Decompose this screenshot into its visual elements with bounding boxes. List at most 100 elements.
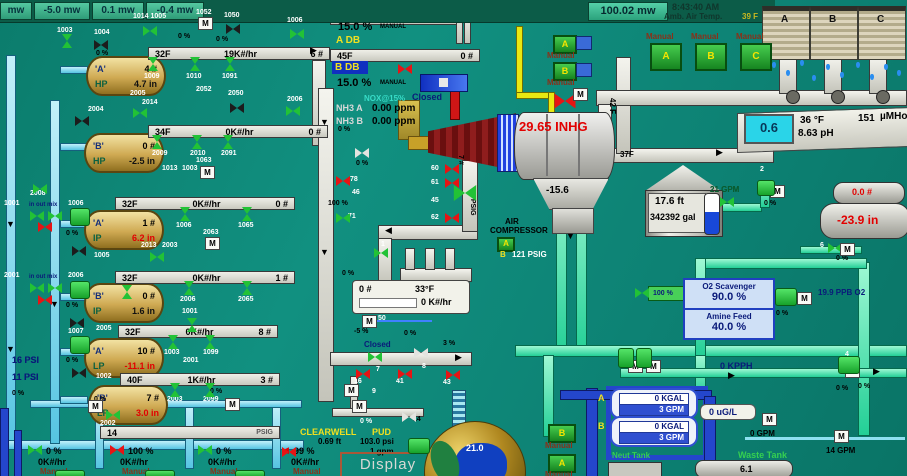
valve[interactable]: [402, 412, 416, 422]
valve[interactable]: [184, 281, 194, 295]
valve[interactable]: [94, 40, 108, 50]
valve[interactable]: [170, 383, 180, 397]
valve[interactable]: [62, 34, 72, 48]
air-comp-a-button[interactable]: A: [497, 237, 515, 252]
valve[interactable]: [414, 348, 428, 358]
motor-valve[interactable]: M: [834, 430, 849, 443]
valve[interactable]: [122, 285, 132, 299]
pump-icon[interactable]: [235, 470, 265, 476]
valve[interactable]: [28, 445, 42, 455]
cooling-cell-a[interactable]: A: [762, 6, 810, 60]
pump-icon[interactable]: [775, 288, 797, 306]
valve[interactable]: [190, 57, 200, 71]
motor-valve[interactable]: M: [573, 88, 588, 101]
pump-icon[interactable]: [70, 336, 90, 354]
valve[interactable]: [38, 295, 52, 305]
valve[interactable]: [398, 369, 412, 379]
valve[interactable]: [720, 197, 734, 207]
pump-icon[interactable]: [70, 281, 90, 299]
motor-valve[interactable]: M: [205, 237, 220, 250]
valve[interactable]: [150, 252, 164, 262]
motor-valve[interactable]: M: [88, 400, 103, 413]
valve[interactable]: [398, 64, 412, 74]
valve[interactable]: [72, 246, 86, 256]
valve[interactable]: [152, 135, 162, 149]
o2-scavenger-panel[interactable]: O2 Scavenger 90.0 %: [683, 278, 775, 310]
valve[interactable]: [242, 281, 252, 295]
valve[interactable]: [133, 108, 147, 118]
cw-pump-c-button[interactable]: C: [740, 43, 772, 71]
pump-icon[interactable]: [757, 180, 775, 196]
pump-icon[interactable]: [618, 348, 634, 368]
motor-valve[interactable]: M: [840, 243, 855, 256]
cooling-cell-b[interactable]: B: [810, 6, 858, 60]
valve[interactable]: [282, 447, 296, 457]
cw-pump-b-button[interactable]: B: [695, 43, 727, 71]
pump-mode[interactable]: Manual: [210, 467, 238, 476]
cw-pump-a-button[interactable]: A: [650, 43, 682, 71]
motor-valve[interactable]: M: [797, 292, 812, 305]
motor-valve[interactable]: M: [762, 413, 777, 426]
display-button[interactable]: Display: [340, 452, 436, 476]
transfer-a-button[interactable]: A: [548, 454, 576, 473]
valve[interactable]: [106, 410, 120, 420]
motor-valve[interactable]: M: [362, 315, 377, 328]
pump-icon[interactable]: [838, 356, 860, 374]
demin-train-a[interactable]: 0 KGAL 3 GPM: [610, 388, 698, 419]
pump-icon[interactable]: [55, 470, 85, 476]
valve[interactable]: [30, 283, 44, 293]
motor-valve[interactable]: M: [225, 398, 240, 411]
valve[interactable]: [368, 352, 382, 362]
valve[interactable]: [446, 370, 460, 380]
valve[interactable]: [33, 184, 47, 194]
valve[interactable]: [168, 335, 178, 349]
valve[interactable]: [336, 213, 350, 223]
valve[interactable]: [198, 445, 212, 455]
cooling-cell-c[interactable]: C: [858, 6, 906, 60]
igniter-slider[interactable]: [420, 74, 468, 92]
valve[interactable]: [445, 178, 459, 188]
valve[interactable]: [290, 29, 304, 39]
motor-valve[interactable]: M: [344, 384, 359, 397]
fw-heater-lp-a[interactable]: 'A'10 # LP-11.1 in: [84, 338, 164, 378]
motor-valve[interactable]: M: [198, 17, 213, 30]
pump-icon[interactable]: [636, 348, 652, 368]
valve[interactable]: [223, 135, 233, 149]
valve[interactable]: [205, 335, 215, 349]
valve[interactable]: [554, 93, 576, 109]
valve[interactable]: [143, 26, 157, 36]
amine-feed-panel[interactable]: Amine Feed 40.0 %: [683, 308, 775, 340]
motor-valve[interactable]: M: [352, 400, 367, 413]
valve[interactable]: [226, 24, 240, 34]
fw-heater-hp-b[interactable]: 'B'0 # HP-2.5 in: [84, 133, 164, 173]
valve[interactable]: [187, 318, 197, 332]
valve[interactable]: [230, 103, 244, 113]
valve[interactable]: [374, 248, 388, 258]
valve[interactable]: [445, 164, 459, 174]
valve[interactable]: [180, 207, 190, 221]
valve[interactable]: [242, 207, 252, 221]
valve[interactable]: [635, 288, 649, 298]
pump-mode[interactable]: Manual: [122, 467, 150, 476]
valve[interactable]: [205, 383, 215, 397]
valve[interactable]: [48, 211, 62, 221]
valve[interactable]: [75, 116, 89, 126]
motor-valve[interactable]: M: [200, 166, 215, 179]
valve[interactable]: [110, 445, 124, 455]
valve[interactable]: [148, 57, 158, 71]
demin-train-b[interactable]: 0 KGAL 3 GPM: [610, 416, 698, 447]
valve[interactable]: [72, 368, 86, 378]
valve[interactable]: [48, 283, 62, 293]
pump-icon[interactable]: [145, 470, 175, 476]
transfer-b-button[interactable]: B: [548, 424, 576, 443]
valve[interactable]: [38, 222, 52, 232]
valve[interactable]: [286, 106, 300, 116]
valve[interactable]: [336, 176, 350, 186]
pump-icon[interactable]: [70, 208, 90, 226]
valve[interactable]: [192, 135, 202, 149]
valve[interactable]: [225, 57, 235, 71]
vac-pump-b-button[interactable]: B: [553, 62, 577, 81]
valve[interactable]: [453, 185, 477, 201]
